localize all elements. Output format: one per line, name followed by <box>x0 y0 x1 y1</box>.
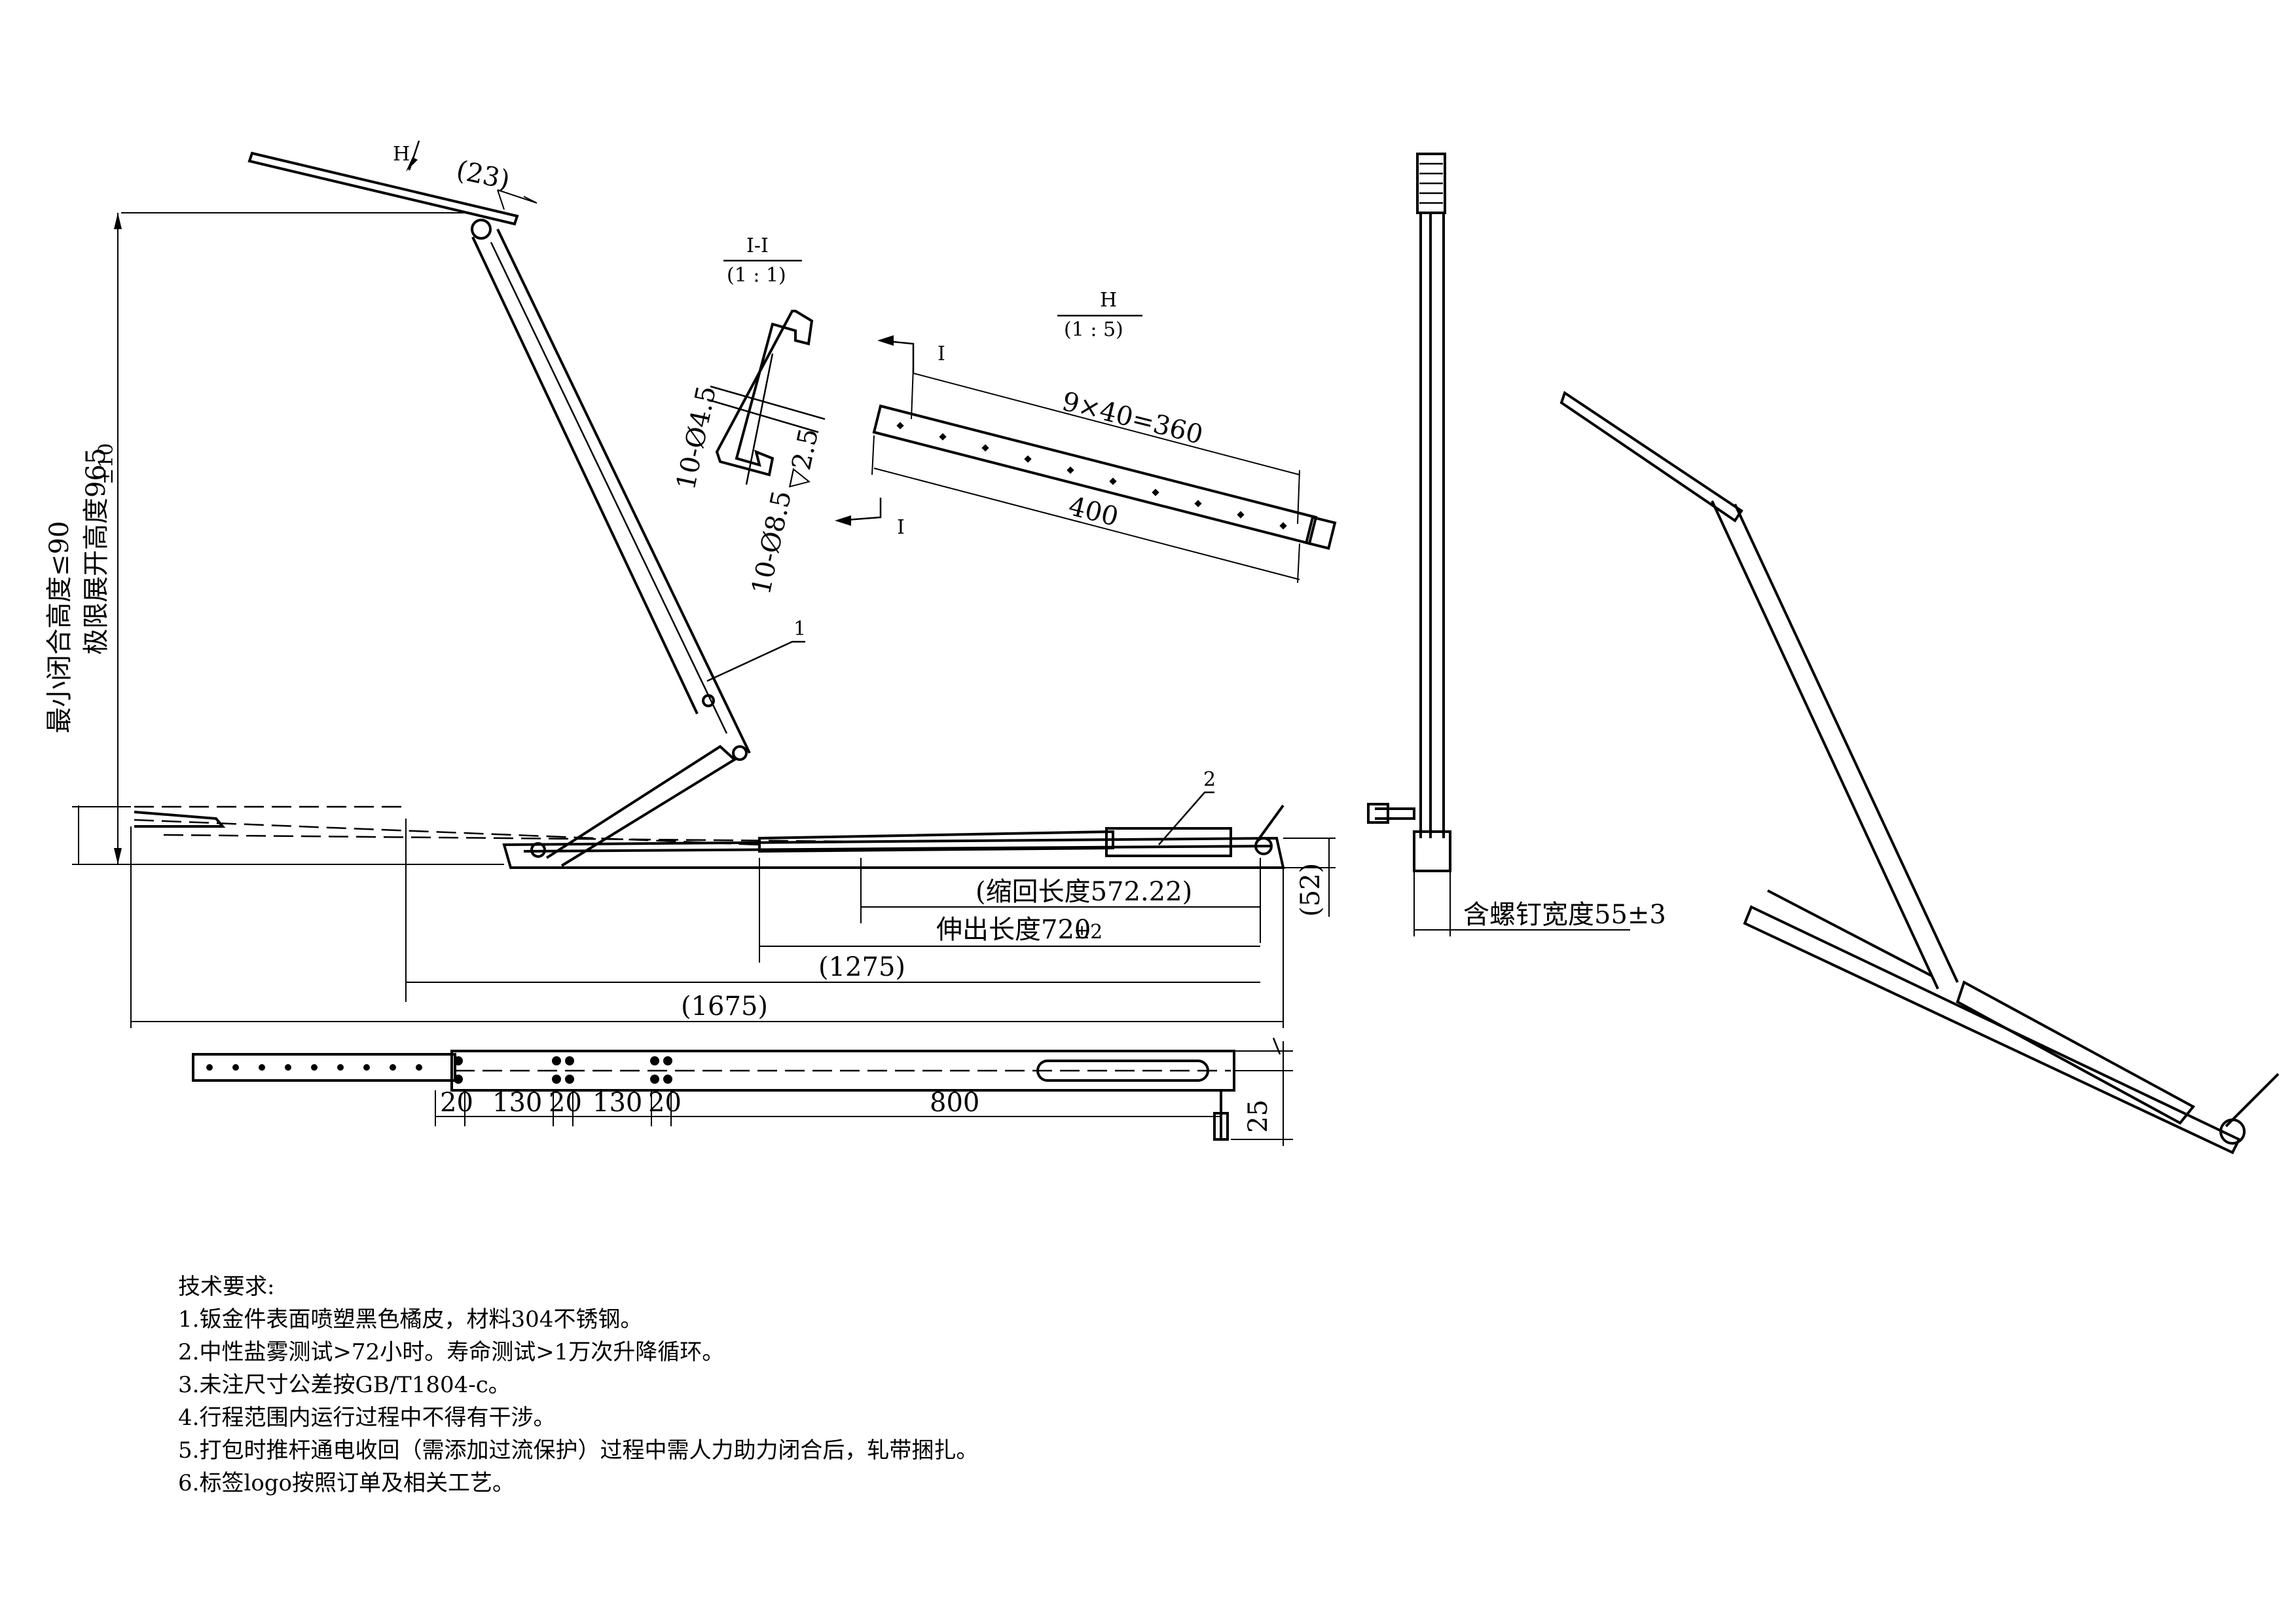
detail-pitch: 9×40=360 <box>1059 386 1206 451</box>
plan-dim-20a: 20 <box>440 1088 473 1118</box>
label-h: H <box>393 143 410 166</box>
detail-h-view: H (1 : 5) 9×40=360 400 I I <box>835 289 1337 583</box>
dim-1675: (1675) <box>681 991 768 1022</box>
note-item: 5.打包时推杆通电收回（需添加过流保护）过程中需人力助力闭合后，轧带捆扎。 <box>178 1437 979 1464</box>
note-item: 4.行程范围内运行过程中不得有干涉。 <box>178 1405 556 1431</box>
section-hole-b: 10-Ø8.5 <box>746 488 797 597</box>
detail-h-holes <box>896 422 1287 530</box>
dim-1275: (1275) <box>818 952 905 982</box>
note-item: 6.标签logo按照订单及相关工艺。 <box>178 1470 515 1496</box>
section-hole-a: 10-Ø4.5 <box>671 383 722 492</box>
dim-max-open-tol: ±10 <box>95 443 118 485</box>
plan-dim-20c: 20 <box>648 1088 682 1118</box>
detail-length: 400 <box>1066 491 1121 532</box>
technical-requirements: 技术要求: 1.钣金件表面喷塑黑色橘皮，材料304不锈钢。 2.中性盐雾测试>7… <box>178 1270 1160 1500</box>
dim-extended-tol: ±2 <box>1074 921 1102 944</box>
section-ii-view: I-I (1 : 1) 10-Ø4.5 10-Ø8.5 ▽2.5 <box>671 234 826 597</box>
section-arrow-i-bottom: I <box>897 516 905 539</box>
front-view: (23) H 极限展开高度965 ±10 最小闭合高度≤90 1 2 (缩回长度… <box>45 140 1336 1028</box>
dim-retracted-length: (缩回长度572.22) <box>975 877 1192 907</box>
plan-dim-130b: 130 <box>592 1088 642 1118</box>
dim-52: (52) <box>1296 863 1326 917</box>
detail-h-scale: (1 : 5) <box>1064 318 1123 341</box>
isometric-view <box>1559 390 2280 1154</box>
note-item: 1.钣金件表面喷塑黑色橘皮，材料304不锈钢。 <box>178 1306 643 1333</box>
section-depth: ▽2.5 <box>782 426 825 492</box>
part-label-2: 2 <box>1203 768 1216 791</box>
part-label-1: 1 <box>793 618 806 640</box>
plan-dim-130a: 130 <box>492 1088 542 1118</box>
section-ii-scale: (1 : 1) <box>727 264 786 287</box>
dim-23: (23) <box>454 155 513 196</box>
section-ii-title: I-I <box>746 234 769 257</box>
notes-heading: 技术要求: <box>178 1274 275 1300</box>
plan-dim-25: 25 <box>1243 1099 1273 1133</box>
section-arrow-i-top: I <box>938 342 945 365</box>
plan-view: 20 130 20 130 20 800 25 <box>192 1037 1293 1146</box>
detail-h-title: H <box>1100 289 1117 312</box>
dim-min-closed-height: 最小闭合高度≤90 <box>45 521 75 733</box>
plan-holes <box>206 1064 422 1071</box>
plan-dim-20b: 20 <box>549 1088 582 1118</box>
side-view: 含螺钉宽度55±3 <box>1367 153 1666 936</box>
dim-extended-length: 伸出长度720 <box>936 915 1091 945</box>
dim-width-with-screw: 含螺钉宽度55±3 <box>1463 900 1666 930</box>
note-item: 2.中性盐雾测试>72小时。寿命测试>1万次升降循环。 <box>178 1339 725 1365</box>
note-item: 3.未注尺寸公差按GB/T1804-c。 <box>178 1372 511 1398</box>
plan-dim-800: 800 <box>930 1088 979 1118</box>
dim-max-open-height: 极限展开高度965 <box>81 448 111 655</box>
